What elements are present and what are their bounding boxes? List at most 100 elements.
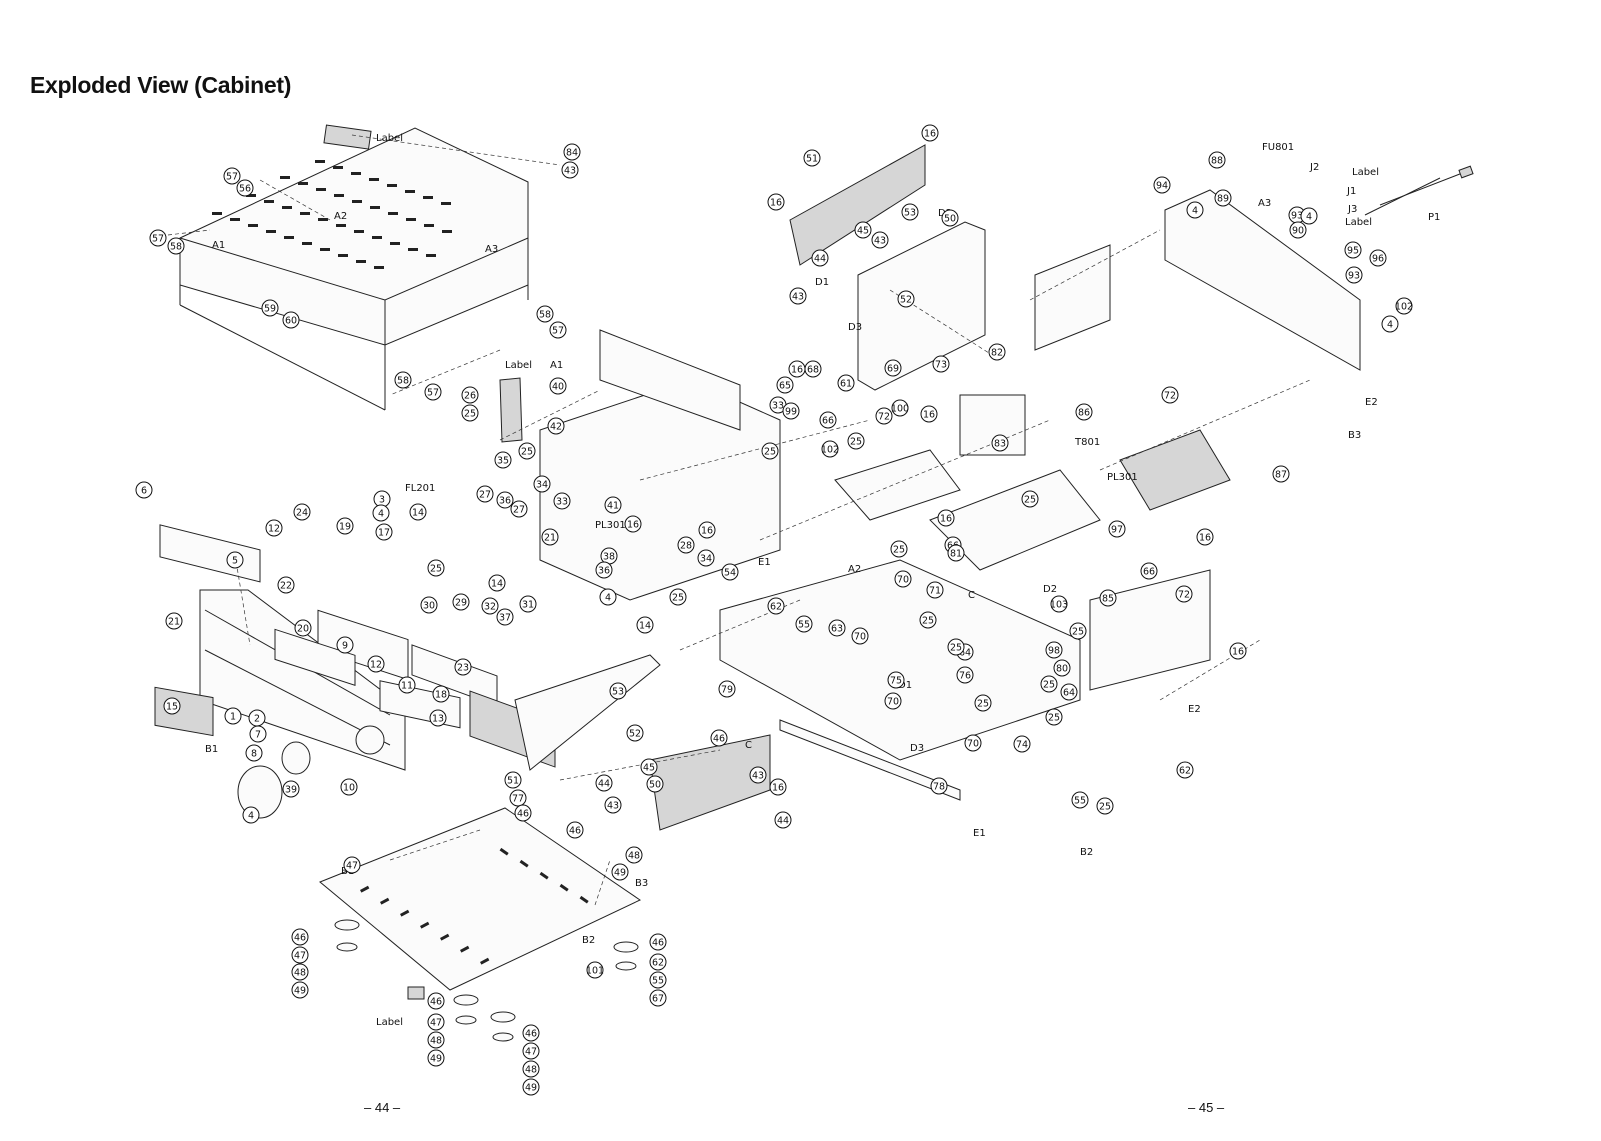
callout-circle	[941, 209, 959, 227]
callout-number: 58	[170, 242, 182, 253]
callout-4: 4	[599, 588, 617, 606]
callout-number: 2	[254, 714, 260, 725]
callout-circle	[432, 685, 450, 703]
callout-circle	[476, 485, 494, 503]
callout-circle	[604, 496, 622, 514]
page-number-left: – 44 –	[364, 1100, 401, 1115]
callout-4: 4	[242, 806, 260, 824]
callout-69: 69	[884, 359, 902, 377]
callout-99: 99	[782, 402, 800, 420]
callout-circle	[595, 774, 613, 792]
callout-circle	[1069, 622, 1087, 640]
callout-number: 70	[897, 575, 909, 586]
callout-number: 102	[1395, 302, 1413, 313]
callout-number: 22	[280, 581, 292, 592]
callout-number: 25	[430, 564, 442, 575]
callout-number: 60	[285, 316, 297, 327]
callout-circle	[429, 709, 447, 727]
callout-72: 72	[1175, 585, 1193, 603]
callout-circle	[988, 343, 1006, 361]
callout-number: 70	[887, 697, 899, 708]
callout-82: 82	[988, 343, 1006, 361]
callout-number: 34	[700, 554, 712, 565]
callout-number: 24	[296, 508, 308, 519]
callout-number: 7	[255, 730, 261, 741]
callout-66: 66	[1140, 562, 1158, 580]
callout-51: 51	[803, 149, 821, 167]
callout-circle	[1108, 520, 1126, 538]
callout-circle	[1196, 528, 1214, 546]
callout-number: 63	[831, 624, 843, 635]
callout-number: 16	[940, 514, 952, 525]
callout-16: 16	[788, 360, 806, 378]
callout-72: 72	[1161, 386, 1179, 404]
callout-number: 3	[379, 495, 385, 506]
callout-34: 34	[697, 549, 715, 567]
callout-102: 102	[1395, 297, 1413, 315]
callout-circle	[510, 500, 528, 518]
callout-73: 73	[932, 355, 950, 373]
callout-circle	[375, 523, 393, 541]
callout-circle	[1045, 708, 1063, 726]
callout-circle	[804, 360, 822, 378]
callout-90: 90	[1289, 221, 1307, 239]
callout-circle	[226, 551, 244, 569]
callout-47: 47	[522, 1042, 540, 1060]
callout-number: 55	[652, 976, 664, 987]
callout-number: 25	[672, 593, 684, 604]
callout-42: 42	[547, 417, 565, 435]
callout-28: 28	[677, 536, 695, 554]
callout-number: 14	[639, 621, 651, 632]
callout-77: 77	[509, 789, 527, 807]
callout-number: 47	[294, 951, 306, 962]
callout-68: 68	[804, 360, 822, 378]
callout-number: 81	[950, 549, 962, 560]
callout-circle	[749, 766, 767, 784]
ref-d3: D3	[848, 322, 862, 333]
callout-number: 61	[840, 379, 852, 390]
callout-number: 93	[1291, 211, 1303, 222]
callout-number: 11	[401, 681, 413, 692]
callout-circle	[1161, 386, 1179, 404]
callout-25: 25	[947, 638, 965, 656]
ref-pl301: PL301	[595, 520, 626, 531]
callout-36: 36	[595, 561, 613, 579]
callout-number: 16	[701, 526, 713, 537]
callout-number: 54	[724, 568, 736, 579]
callout-circle	[566, 821, 584, 839]
callout-circle	[884, 692, 902, 710]
callout-7: 7	[249, 725, 267, 743]
callout-76: 76	[956, 666, 974, 684]
callout-number: 74	[1016, 740, 1028, 751]
callout-17: 17	[375, 523, 393, 541]
callout-circle	[519, 595, 537, 613]
callout-49: 49	[522, 1078, 540, 1096]
callout-80: 80	[1053, 659, 1071, 677]
callout-12: 12	[265, 519, 283, 537]
callout-number: 37	[499, 613, 511, 624]
callout-circle	[611, 863, 629, 881]
callout-circle	[541, 528, 559, 546]
callout-layer: 8443575657585960585758571651165350454344…	[135, 124, 1413, 1096]
callout-circle	[718, 680, 736, 698]
callout-circle	[163, 697, 181, 715]
page-number-right: – 45 –	[1188, 1100, 1225, 1115]
callout-circle	[697, 549, 715, 567]
callout-40: 40	[549, 377, 567, 395]
callout-number: 4	[378, 509, 384, 520]
callout-16: 16	[698, 521, 716, 539]
callout-circle	[956, 666, 974, 684]
callout-26: 26	[461, 386, 479, 404]
ref-j2: J2	[1309, 162, 1319, 173]
callout-70: 70	[894, 570, 912, 588]
callout-2: 2	[248, 709, 266, 727]
callout-circle	[901, 203, 919, 221]
callout-number: 23	[457, 663, 469, 674]
callout-circle	[553, 492, 571, 510]
callout-46: 46	[649, 933, 667, 951]
callout-circle	[921, 124, 939, 142]
callout-48: 48	[522, 1060, 540, 1078]
callout-circle	[454, 658, 472, 676]
callout-number: 25	[1024, 495, 1036, 506]
callout-20: 20	[294, 619, 312, 637]
